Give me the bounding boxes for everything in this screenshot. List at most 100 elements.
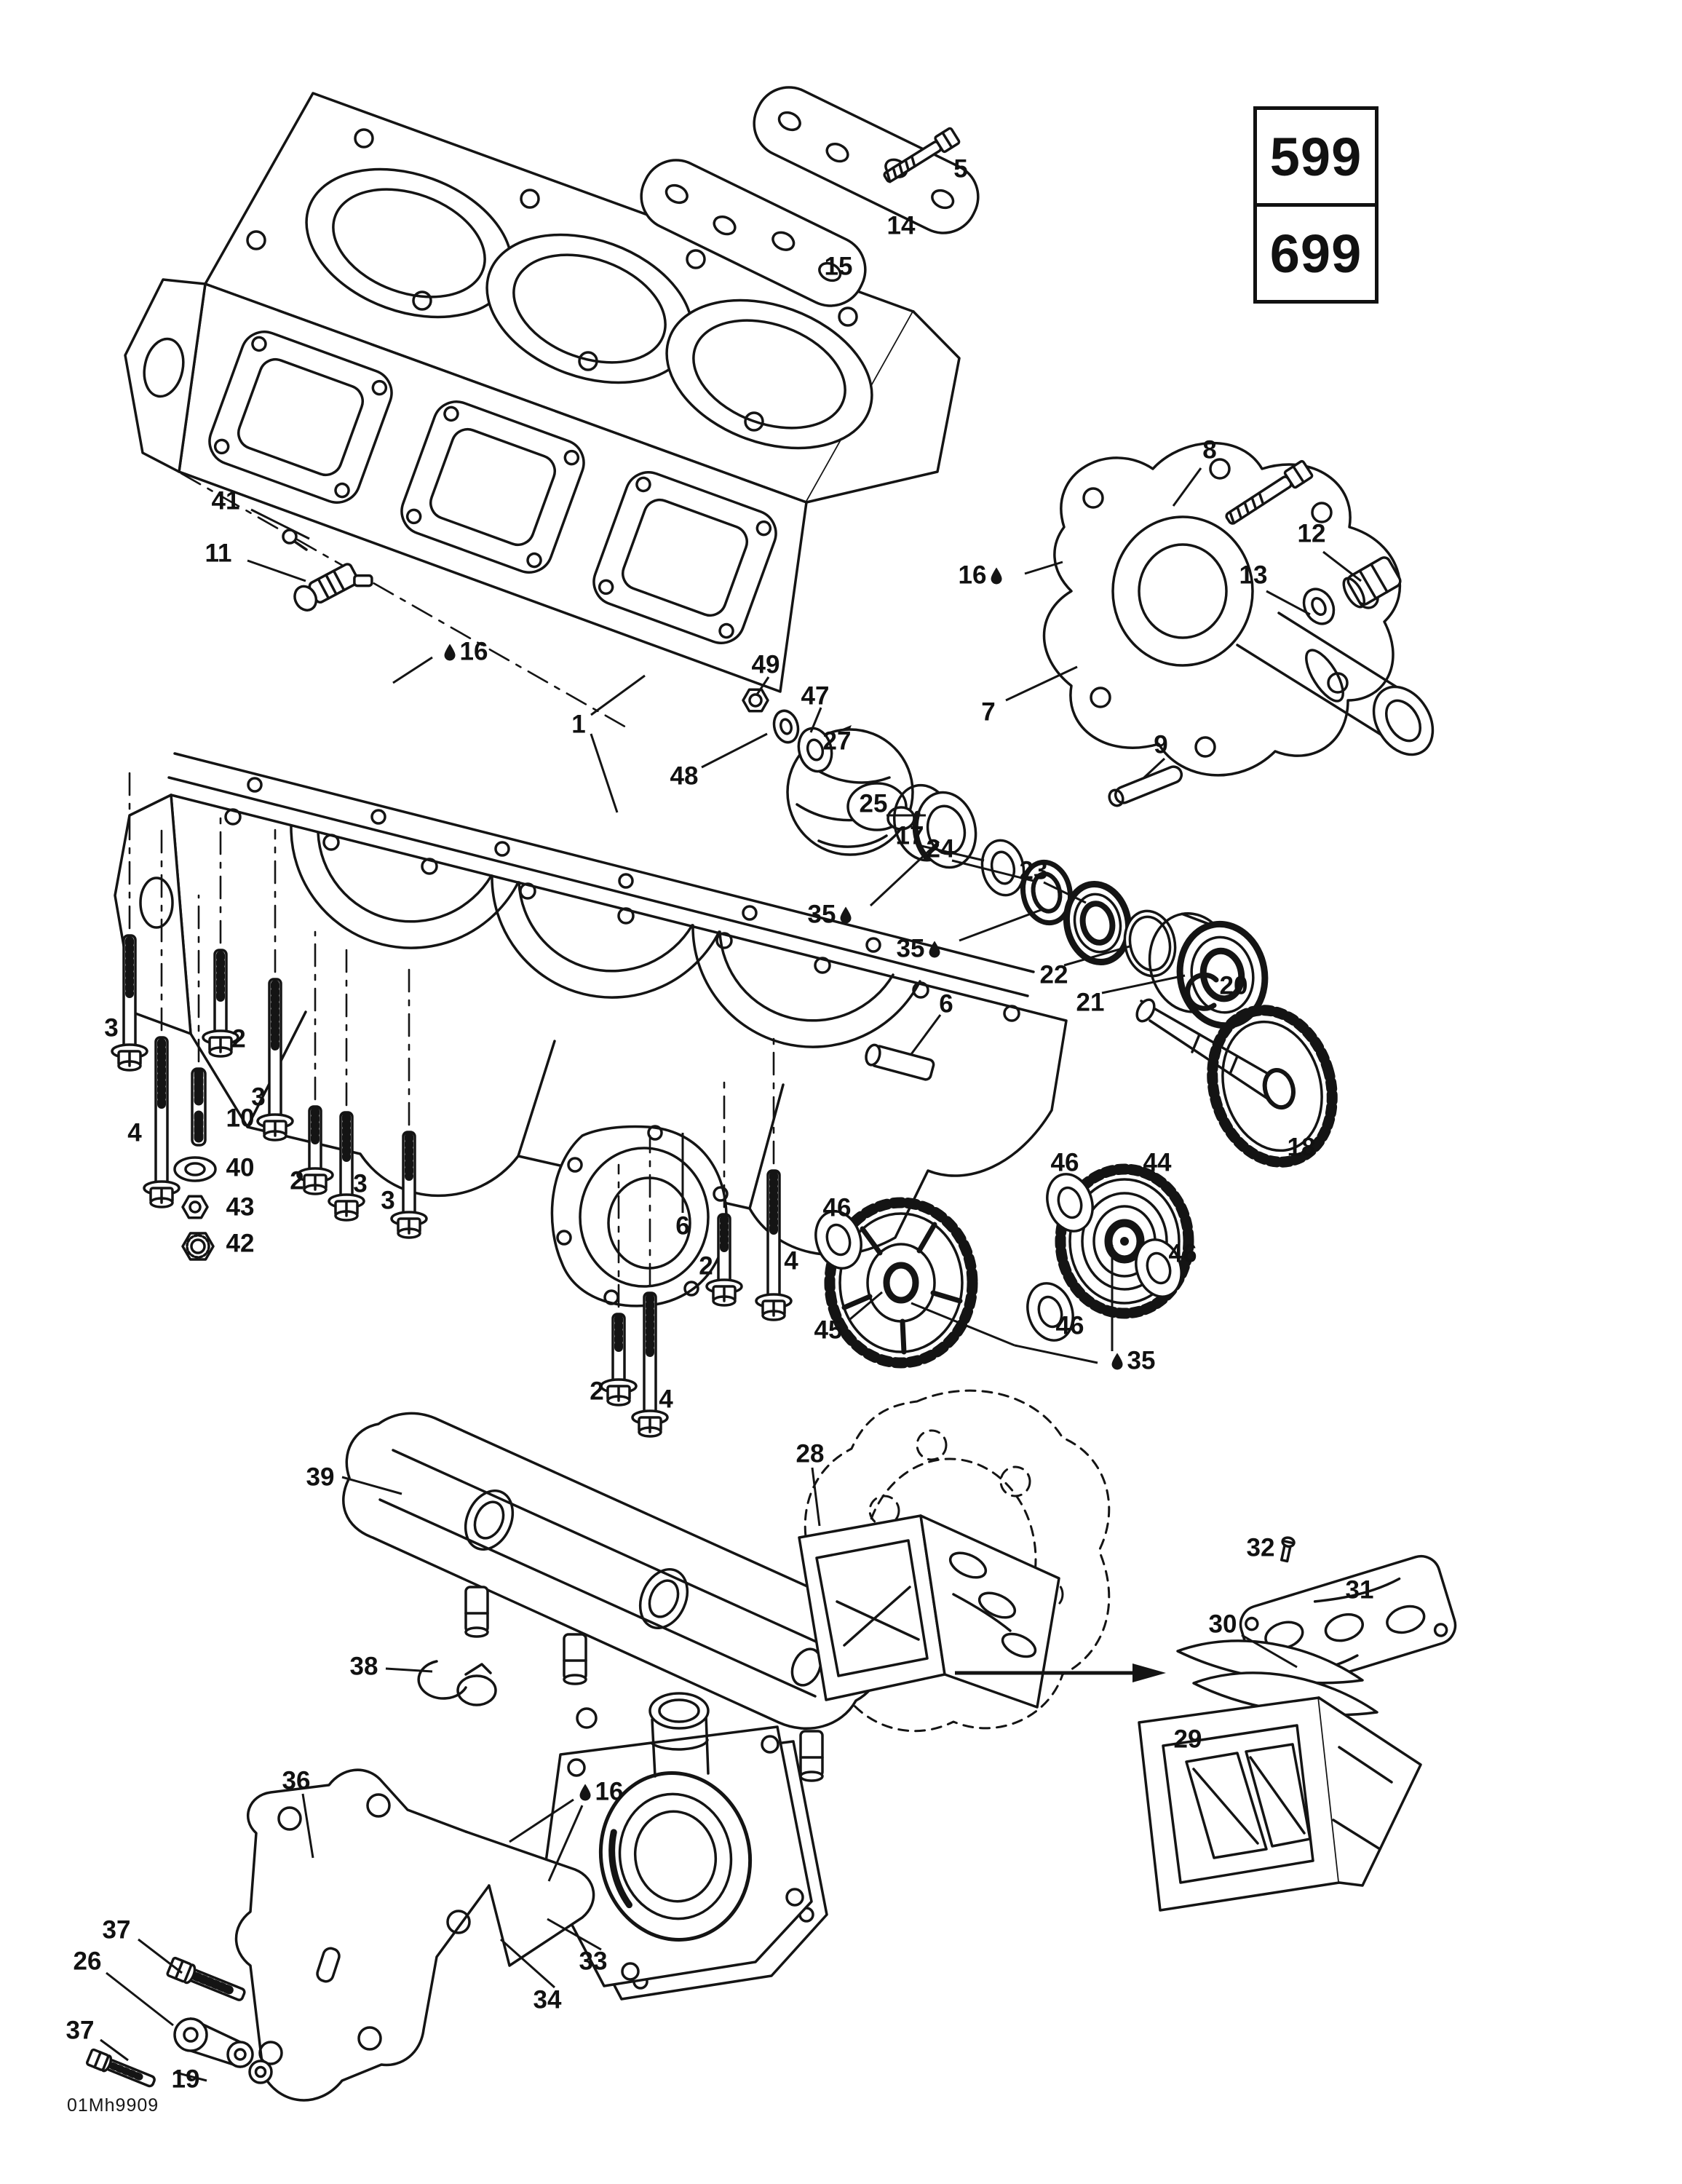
part-number: 22: [1039, 960, 1068, 989]
part-callout-16: 16: [444, 639, 488, 665]
bearing-23-drawing: [1063, 880, 1132, 966]
bolt-5-drawing: [883, 127, 961, 183]
leader-line-11: [247, 559, 306, 582]
part-callout-46: 46: [823, 1195, 852, 1221]
leader-line-9: [1143, 757, 1166, 779]
leader-line-49: [755, 676, 770, 695]
leader-line-36: [301, 1793, 314, 1859]
part-number: 17: [895, 821, 924, 850]
leader-line-35: [911, 1302, 1015, 1347]
washer-48-drawing: [772, 709, 800, 744]
part-callout-41: 41: [212, 488, 240, 514]
bracket-36-drawing: [234, 1768, 595, 2102]
part-number: 35: [807, 900, 836, 929]
part-number: 25: [859, 789, 888, 818]
part-callout-16: 16: [579, 1777, 624, 1806]
part-callout-18: 18: [1288, 1135, 1316, 1160]
nut-42-drawing: [181, 1232, 215, 1261]
part-number: 12: [1297, 519, 1326, 548]
part-number: 16: [958, 561, 987, 590]
part-callout-46: 46: [1056, 1313, 1084, 1339]
part-callout-35: 35: [1111, 1346, 1156, 1375]
part-number: 16: [595, 1777, 624, 1806]
part-callout-36: 36: [282, 1768, 311, 1794]
part-number: 28: [796, 1439, 825, 1468]
part-callout-32: 32: [1247, 1535, 1275, 1561]
model-number-box: 599 699: [1253, 106, 1378, 304]
washer-19-drawing: [248, 2060, 273, 2084]
part-callout-49: 49: [752, 652, 780, 678]
part-callout-23: 23: [1020, 858, 1048, 884]
leader-line-30: [1241, 1634, 1298, 1669]
part-number: 37: [66, 2016, 95, 2045]
diagram-code: 01Mh9909: [67, 2095, 159, 2116]
leader-line-35: [1014, 1344, 1098, 1364]
part-number: 31: [1345, 1575, 1374, 1605]
part-number: 46: [1055, 1311, 1084, 1340]
part-number: 49: [751, 650, 780, 679]
part-callout-43: 43: [226, 1195, 255, 1220]
leader-line-1: [590, 733, 619, 813]
part-number: 3: [251, 1083, 266, 1112]
circlip-20-drawing: [1185, 972, 1219, 1011]
part-number: 6: [675, 1211, 690, 1241]
part-number: 4: [784, 1246, 798, 1275]
gear-44-drawing: [1055, 1163, 1194, 1319]
leader-line-12: [1322, 550, 1362, 582]
part-callout-42: 42: [226, 1231, 255, 1257]
bearing-21-drawing: [1148, 911, 1269, 1029]
part-number: 30: [1208, 1610, 1237, 1639]
part-number: 8: [1202, 435, 1217, 464]
part-callout-5: 5: [953, 157, 967, 182]
part-number: 6: [939, 989, 953, 1018]
leader-line-24: [951, 859, 1034, 882]
part-number: 43: [226, 1192, 255, 1222]
part-number: 35: [1127, 1346, 1156, 1375]
part-callout-30: 30: [1209, 1612, 1237, 1637]
oil-drop-icon: [840, 906, 852, 923]
part-number: 11: [205, 539, 232, 568]
part-number: 35: [896, 934, 925, 963]
part-number: 4: [127, 1118, 142, 1147]
part-callout-17: 17: [896, 823, 924, 849]
gear-18-drawing: [1207, 1005, 1338, 1168]
gear-45-drawing: [824, 1197, 978, 1369]
leader-line-16: [547, 1805, 584, 1882]
part-number: 21: [1076, 988, 1105, 1017]
part-callout-44: 44: [1143, 1150, 1172, 1176]
part-callout-6: 6: [675, 1214, 689, 1239]
leader-line-23: [1043, 881, 1087, 904]
part-callout-26: 26: [74, 1949, 102, 1974]
part-number: 1: [571, 710, 586, 739]
part-callout-9: 9: [1154, 732, 1167, 758]
part-callout-10: 10: [226, 1106, 255, 1131]
part-number: 13: [1239, 561, 1268, 590]
oil-drop-icon: [444, 644, 456, 660]
part-number: 33: [579, 1947, 608, 1976]
part-number: 15: [824, 252, 853, 281]
link-plate-15-drawing: [640, 159, 867, 307]
leader-line-16: [509, 1798, 574, 1843]
part-callout-40: 40: [226, 1155, 255, 1181]
part-callout-7: 7: [981, 700, 995, 725]
washer-47-drawing: [797, 727, 833, 773]
part-callout-38: 38: [350, 1654, 378, 1679]
part-number: 9: [1154, 730, 1168, 759]
part-callout-25: 25: [860, 791, 888, 817]
part-callout-1: 1: [571, 712, 585, 737]
nipple-11-drawing: [293, 563, 373, 612]
part-number: 46: [1168, 1239, 1197, 1268]
leader-line-8: [1172, 467, 1202, 507]
part-callout-45: 45: [814, 1318, 843, 1343]
manifold-39-drawing: [342, 1412, 884, 1782]
part-number: 2: [290, 1166, 304, 1195]
part-number: 4: [659, 1385, 673, 1414]
leader-line-22: [1063, 945, 1130, 967]
part-callout-46: 46: [1051, 1150, 1079, 1176]
part-callout-4: 4: [784, 1249, 798, 1274]
part-callout-48: 48: [670, 764, 699, 789]
part-callout-27: 27: [823, 729, 852, 754]
